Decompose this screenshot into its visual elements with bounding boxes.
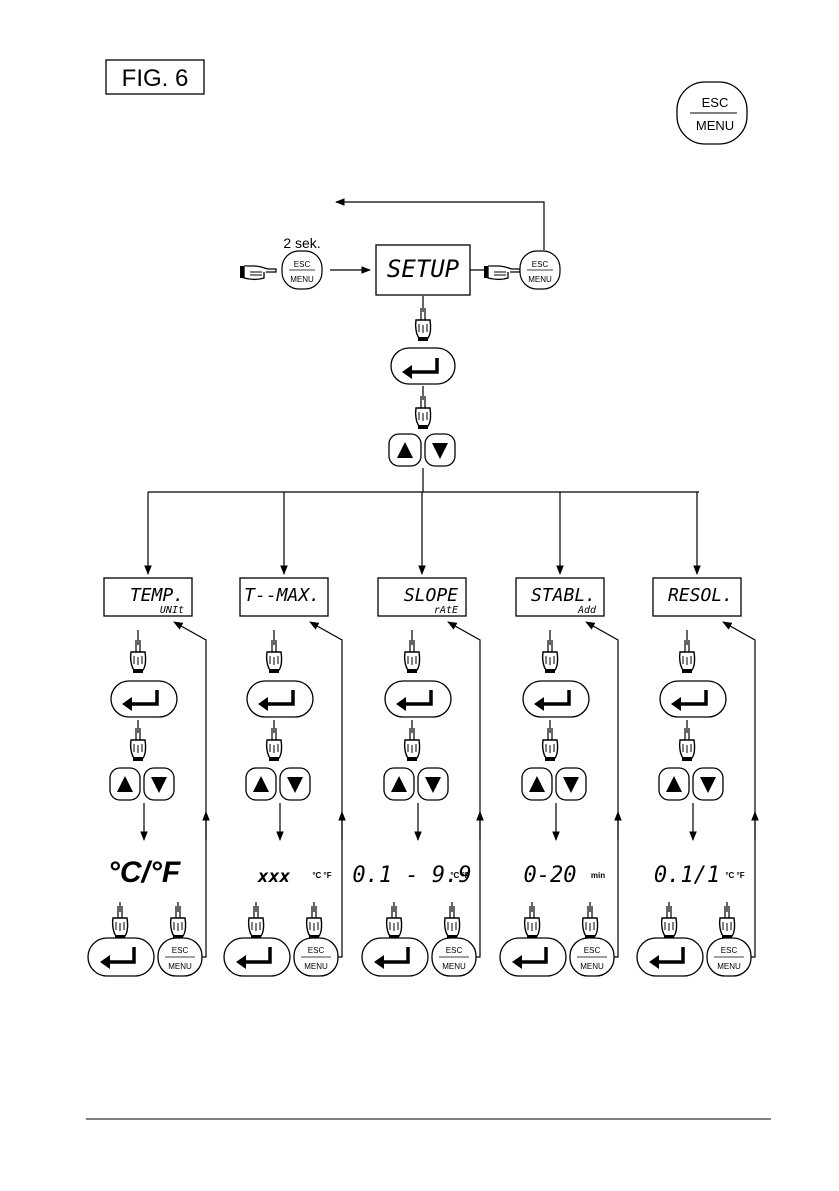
return-arrow	[586, 622, 618, 957]
setup-display-text: SETUP	[387, 255, 460, 283]
value-unit: min	[591, 871, 605, 880]
confirm-enter-button[interactable]	[500, 938, 566, 976]
setup-esc-label: ESC	[532, 260, 549, 269]
setup-menu-label: MENU	[528, 275, 552, 284]
value-range: 0-20	[524, 863, 577, 888]
parameter-display-main: T--MAX.	[244, 585, 320, 606]
value-unit: °C °F	[312, 871, 331, 880]
pointing-hand-icon	[484, 266, 520, 280]
value-range: 0.1/1	[654, 863, 720, 888]
menu-label: MENU	[168, 962, 192, 971]
value-unit: °C °F	[725, 871, 744, 880]
setup-esc-menu-button[interactable]: ESC MENU	[520, 251, 560, 289]
entry-esc-menu-button[interactable]: ESC MENU	[282, 251, 322, 289]
esc-menu-button[interactable]: ESC MENU	[432, 938, 476, 976]
up-button[interactable]	[246, 768, 276, 800]
parameter-display-main: STABL.	[531, 585, 596, 606]
value-range: °C/°F	[108, 856, 181, 889]
down-button[interactable]	[418, 768, 448, 800]
corner-menu-label: MENU	[696, 118, 734, 133]
down-button[interactable]	[280, 768, 310, 800]
esc-label: ESC	[172, 946, 189, 955]
esc-menu-button[interactable]: ESC MENU	[707, 938, 751, 976]
down-button[interactable]	[693, 768, 723, 800]
esc-label: ESC	[721, 946, 738, 955]
main-down-button[interactable]	[425, 434, 455, 466]
confirm-enter-button[interactable]	[224, 938, 290, 976]
menu-column-1: TEMP.UNIt °C/°F ESC MENU	[88, 492, 206, 976]
parameter-display-main: SLOPE	[404, 585, 458, 606]
enter-button[interactable]	[523, 681, 589, 717]
enter-button[interactable]	[385, 681, 451, 717]
hold-duration-label: 2 sek.	[283, 235, 320, 251]
esc-menu-button[interactable]: ESC MENU	[570, 938, 614, 976]
pointing-hand-icon	[416, 396, 431, 429]
pointing-hand-icon	[240, 266, 276, 280]
up-button[interactable]	[384, 768, 414, 800]
menu-column-2: T--MAX. xxx °C °F ESC MENU	[224, 492, 342, 976]
entry-menu-label: MENU	[290, 275, 314, 284]
menu-column-5: RESOL. 0.1/1 °C °F ESC MENU	[637, 492, 755, 976]
confirm-enter-button[interactable]	[88, 938, 154, 976]
value-range: xxx	[257, 866, 291, 887]
parameter-display-main: TEMP.	[130, 585, 184, 606]
return-arrow	[723, 622, 755, 957]
figure-label: FIG. 6	[122, 65, 189, 92]
return-arrow	[448, 622, 480, 957]
up-button[interactable]	[110, 768, 140, 800]
esc-label: ESC	[446, 946, 463, 955]
parameter-display-main: RESOL.	[668, 585, 733, 606]
esc-menu-button[interactable]: ESC MENU	[158, 938, 202, 976]
main-enter-button[interactable]	[391, 348, 455, 384]
pointing-hand-icon	[416, 308, 431, 341]
confirm-enter-button[interactable]	[637, 938, 703, 976]
esc-label: ESC	[584, 946, 601, 955]
parameter-display-sub: UNIt	[160, 605, 184, 616]
up-button[interactable]	[659, 768, 689, 800]
value-unit: °C °F	[450, 871, 469, 880]
entry-esc-label: ESC	[294, 260, 311, 269]
menu-label: MENU	[717, 962, 741, 971]
corner-esc-menu-button[interactable]: ESC MENU	[677, 82, 747, 144]
enter-button[interactable]	[111, 681, 177, 717]
down-button[interactable]	[556, 768, 586, 800]
esc-menu-button[interactable]: ESC MENU	[294, 938, 338, 976]
parameter-display-sub: Add	[577, 605, 597, 616]
parameter-display-sub: rAtE	[434, 605, 458, 616]
down-button[interactable]	[144, 768, 174, 800]
up-button[interactable]	[522, 768, 552, 800]
enter-button[interactable]	[660, 681, 726, 717]
exit-arrow	[336, 202, 544, 250]
confirm-enter-button[interactable]	[362, 938, 428, 976]
menu-label: MENU	[580, 962, 604, 971]
enter-button[interactable]	[247, 681, 313, 717]
menu-label: MENU	[304, 962, 328, 971]
return-arrow	[310, 622, 342, 957]
return-arrow	[174, 622, 206, 957]
menu-label: MENU	[442, 962, 466, 971]
corner-esc-label: ESC	[702, 95, 729, 110]
esc-label: ESC	[308, 946, 325, 955]
main-up-button[interactable]	[389, 434, 421, 466]
